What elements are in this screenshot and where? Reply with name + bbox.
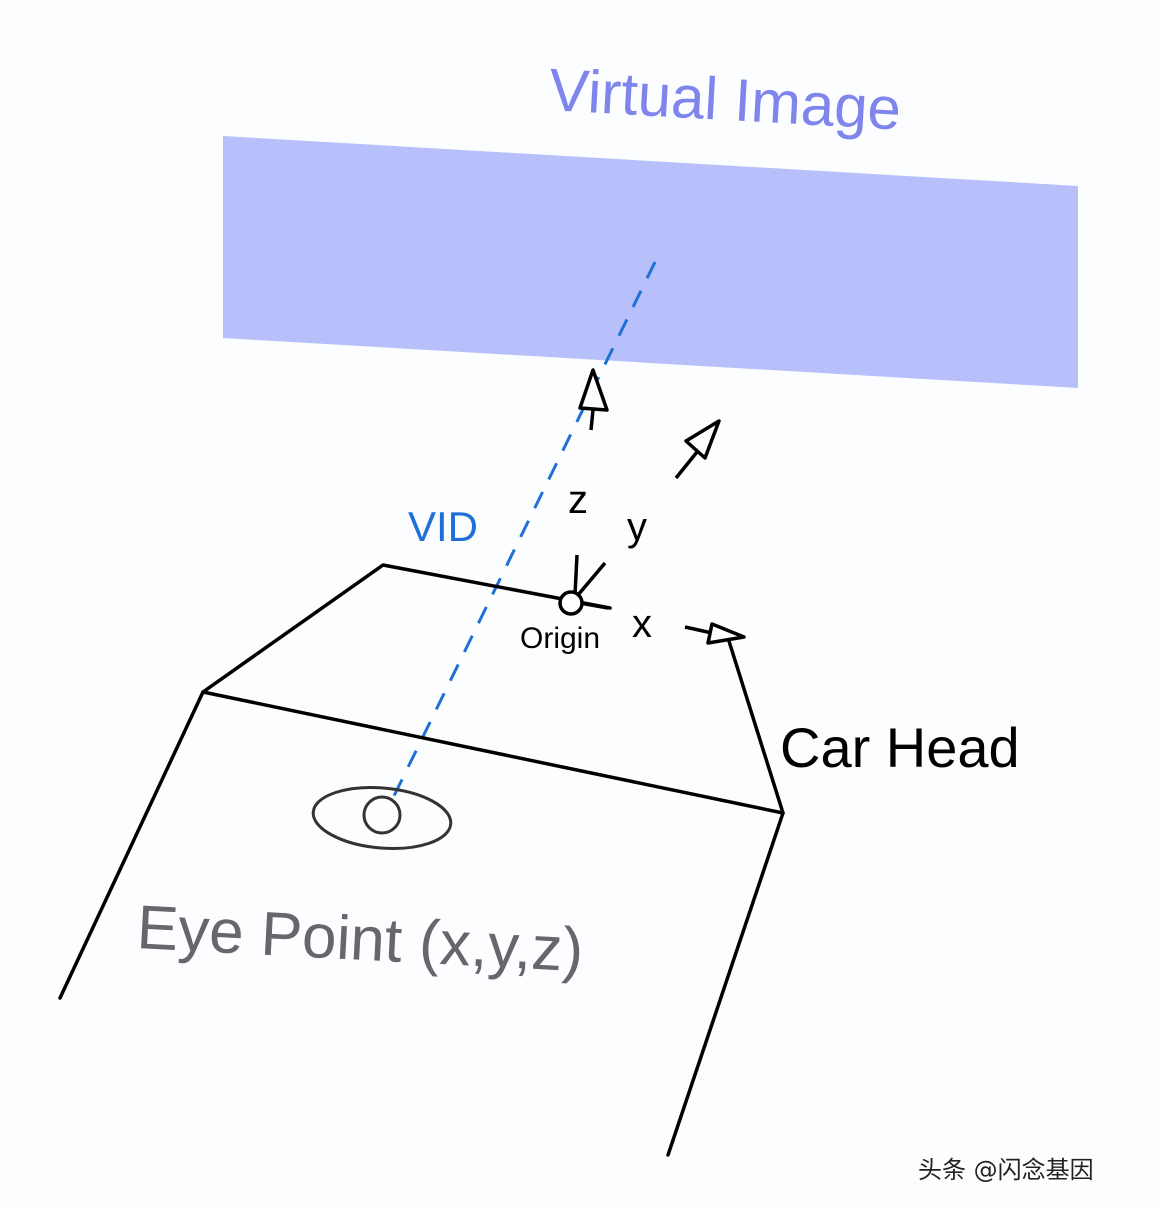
virtual-image-label: Virtual Image bbox=[547, 56, 903, 143]
axis-z-label: z bbox=[568, 478, 588, 522]
car-head-label: Car Head bbox=[780, 716, 1020, 779]
axis-z bbox=[573, 368, 609, 596]
origin-point bbox=[558, 590, 584, 616]
car-head-outline bbox=[58, 563, 785, 1157]
axis-x bbox=[579, 601, 746, 645]
vid-line bbox=[390, 261, 657, 801]
virtual-image-plane bbox=[223, 136, 1078, 388]
axis-x-label: x bbox=[632, 602, 652, 646]
watermark: 头条 @闪念基因 bbox=[918, 1156, 1094, 1184]
axis-y-label: y bbox=[627, 505, 647, 549]
axis-y bbox=[576, 419, 721, 597]
vid-label: VID bbox=[408, 503, 478, 550]
origin-label: Origin bbox=[520, 622, 600, 655]
eye-icon bbox=[311, 786, 453, 850]
eye-point-label: Eye Point (x,y,z) bbox=[135, 893, 585, 985]
